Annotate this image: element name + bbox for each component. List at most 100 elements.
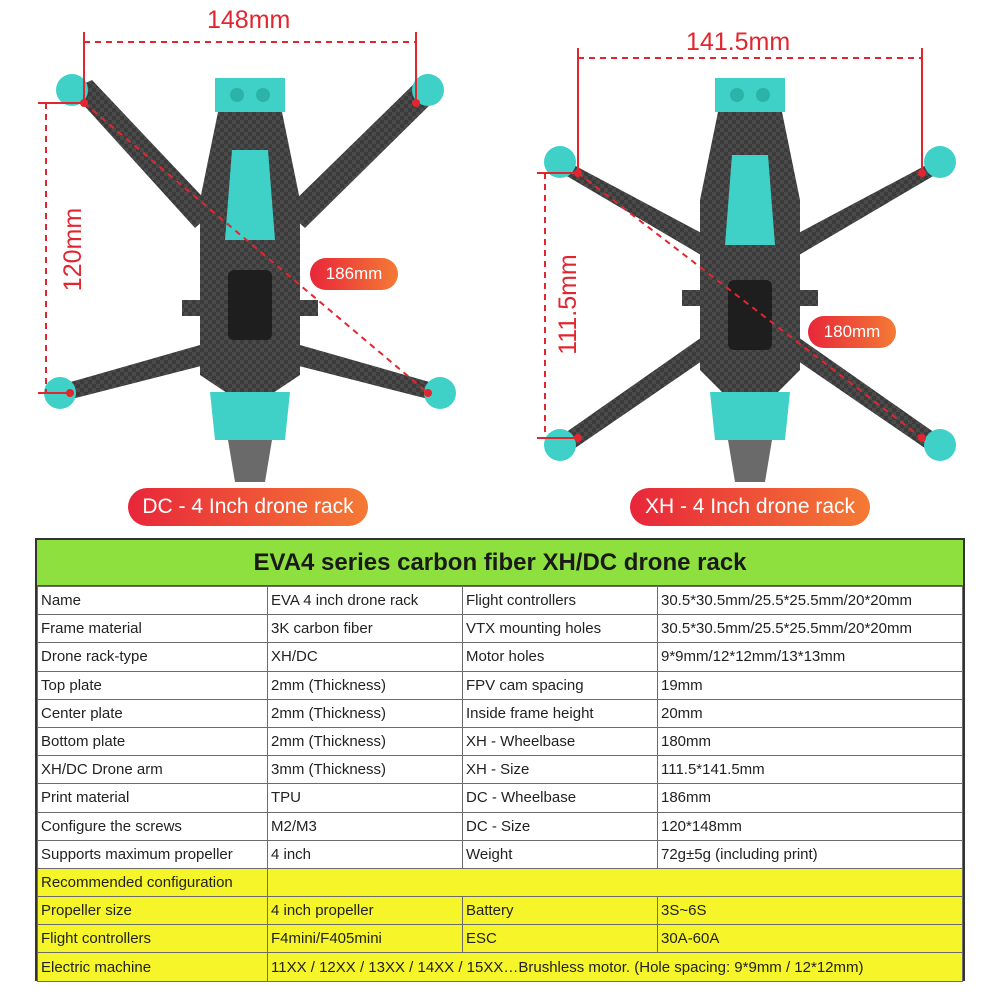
table-cell: 4 inch propeller [267, 896, 463, 926]
xh-rear-tpu-mount [710, 392, 790, 440]
table-cell: 3S~6S [657, 896, 963, 926]
xh-camera-mount-hole [756, 88, 770, 102]
dc-diagonal-line [83, 102, 429, 394]
table-cell: Print material [37, 783, 268, 813]
table-cell: M2/M3 [267, 811, 463, 841]
table-cell: XH - Wheelbase [462, 726, 658, 757]
xh-center-tpu [725, 155, 775, 245]
table-cell: Drone rack-type [37, 642, 268, 672]
xh-arm-rear-left [555, 330, 718, 455]
table-cell: Inside frame height [462, 698, 658, 728]
xh-caption: XH - 4 Inch drone rack [630, 488, 870, 526]
table-cell: 72g±5g (including print) [657, 839, 963, 869]
xh-height-label: 111.5mm [553, 254, 582, 355]
dc-frame [44, 74, 456, 482]
table-cell: Weight [462, 839, 658, 869]
table-cell: ESC [462, 924, 658, 954]
frame-diagrams: 148mm 120mm 186mm 141.5mm 111.5mm 180mm … [38, 6, 956, 526]
dc-dot [412, 99, 420, 107]
table-cell: Flight controllers [462, 585, 658, 616]
table-cell: 30.5*30.5mm/25.5*25.5mm/20*20mm [657, 614, 963, 644]
table-cell: Flight controllers [37, 924, 268, 954]
xh-motor-pad-front-left [544, 146, 576, 178]
table-cell: FPV cam spacing [462, 670, 658, 700]
xh-width-label: 141.5mm [686, 28, 791, 56]
xh-rear-antenna-mount [728, 440, 772, 482]
xh-camera-mount-hole [730, 88, 744, 102]
xh-dot [574, 434, 582, 442]
table-cell: TPU [267, 783, 463, 813]
dc-side-tab [298, 300, 318, 316]
table-cell: Battery [462, 896, 658, 926]
table-cell: Recommended configuration [37, 867, 268, 898]
dc-motor-pad-front-left [56, 74, 88, 106]
dc-caption: DC - 4 Inch drone rack [128, 488, 368, 526]
xh-side-tab [798, 290, 818, 306]
dc-dimension-dots [66, 99, 432, 397]
dc-dot [424, 389, 432, 397]
table-cell: XH/DC Drone arm [37, 755, 268, 785]
xh-diagonal-label: 180mm [808, 316, 896, 348]
dc-dot [80, 99, 88, 107]
xh-side-tab [682, 290, 702, 306]
table-cell: 3mm (Thickness) [267, 755, 463, 785]
xh-front-camera-mount [715, 78, 785, 112]
table-cell: 30A-60A [657, 924, 963, 954]
xh-frame [544, 78, 956, 482]
table-cell: F4mini/F405mini [267, 924, 463, 954]
dc-arm-rear-left [60, 345, 205, 402]
table-cell: 180mm [657, 726, 963, 757]
table-cell: 186mm [657, 783, 963, 813]
table-cell: XH/DC [267, 642, 463, 672]
dc-camera-mount-hole [256, 88, 270, 102]
dc-front-camera-mount [215, 78, 285, 112]
dc-rear-tpu-mount [210, 392, 290, 440]
table-cell: Top plate [37, 670, 268, 700]
table-cell: 120*148mm [657, 811, 963, 841]
xh-dot [574, 169, 582, 177]
dc-arm-front-right [285, 78, 440, 228]
xh-dot [918, 434, 926, 442]
table-cell: 11XX / 12XX / 13XX / 14XX / 15XX…Brushle… [267, 952, 963, 982]
table-cell: 20mm [657, 698, 963, 728]
dc-body-window [228, 270, 272, 340]
table-cell: 3K carbon fiber [267, 614, 463, 644]
table-cell: 2mm (Thickness) [267, 726, 463, 757]
table-cell: 2mm (Thickness) [267, 670, 463, 700]
dc-center-tpu [225, 150, 275, 240]
table-cell: 111.5*141.5mm [657, 755, 963, 785]
table-cell: Supports maximum propeller [37, 839, 268, 869]
table-cell: Center plate [37, 698, 268, 728]
table-cell: 4 inch [267, 839, 463, 869]
dc-dot [66, 389, 74, 397]
dc-arm-front-left [70, 80, 215, 228]
table-row: Recommended configuration [37, 867, 963, 898]
dc-width-label: 148mm [207, 6, 291, 34]
dc-rear-antenna-mount [228, 440, 272, 482]
table-cell: XH - Size [462, 755, 658, 785]
table-cell: Name [37, 585, 268, 616]
dc-side-tab [182, 300, 202, 316]
spec-table-title: EVA4 series carbon fiber XH/DC drone rac… [37, 540, 963, 586]
xh-arm-front-right [776, 155, 945, 265]
dc-height-label: 120mm [59, 207, 88, 292]
dc-camera-mount-hole [230, 88, 244, 102]
dc-body-plate [200, 112, 300, 395]
table-cell: Propeller size [37, 896, 268, 926]
table-cell: 30.5*30.5mm/25.5*25.5mm/20*20mm [657, 585, 963, 616]
xh-dimension-dots [574, 169, 926, 442]
table-cell: Motor holes [462, 642, 658, 672]
dc-motor-pad-front-right [412, 74, 444, 106]
xh-dot [918, 169, 926, 177]
